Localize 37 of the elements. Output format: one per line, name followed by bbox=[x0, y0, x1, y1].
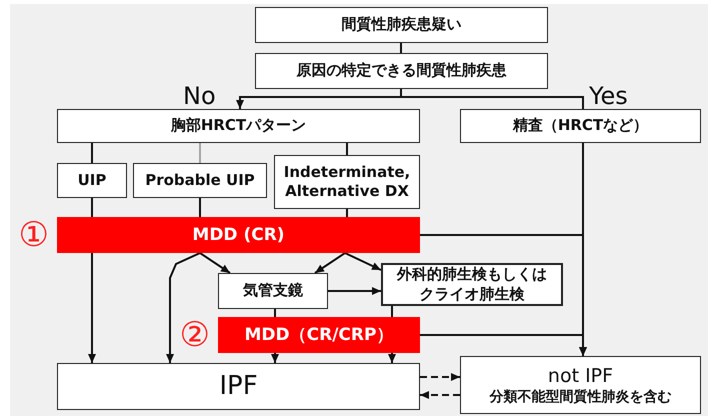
connector-line bbox=[346, 209, 348, 217]
box-note: 分類不能型間質性肺炎を含む bbox=[490, 388, 672, 406]
connector-line bbox=[199, 143, 201, 163]
step-number: ① bbox=[18, 218, 49, 252]
connector-line bbox=[91, 198, 93, 217]
process-box: UIP bbox=[57, 163, 127, 198]
process-box: 胸部HRCTパターン bbox=[57, 109, 420, 143]
connector-line bbox=[199, 198, 201, 217]
arrow bbox=[271, 353, 279, 363]
outcome-box: IPF bbox=[57, 363, 420, 410]
step-number: ② bbox=[180, 318, 210, 352]
box-heading: not IPF bbox=[548, 364, 614, 388]
connector-line bbox=[391, 306, 393, 317]
process-box: 間質性肺疾患疑い bbox=[255, 7, 548, 43]
process-box: 原因の特定できる間質性肺疾患 bbox=[255, 53, 548, 89]
arrow bbox=[88, 253, 96, 363]
process-box: Indeterminate, Alternative DX bbox=[274, 155, 420, 209]
arrow bbox=[314, 252, 346, 274]
discussion-bar: MDD（CR/CRP） bbox=[218, 317, 420, 353]
arrow bbox=[166, 252, 200, 363]
connector-line bbox=[346, 143, 348, 155]
arrow bbox=[420, 391, 460, 399]
process-box: 外科的肺生検もしくはクライオ肺生検 bbox=[381, 263, 563, 306]
arrow bbox=[328, 287, 381, 295]
discussion-bar: MDD (CR) bbox=[57, 217, 420, 253]
process-box: 精査（HRCTなど） bbox=[460, 109, 701, 143]
arrow bbox=[420, 373, 460, 381]
arrow bbox=[344, 252, 382, 271]
arrow bbox=[388, 353, 396, 363]
process-box: 気管支鏡 bbox=[218, 273, 328, 309]
process-box: Probable UIP bbox=[133, 163, 267, 198]
connector-line bbox=[274, 309, 276, 317]
connector-line bbox=[400, 43, 402, 53]
arrow bbox=[199, 252, 231, 274]
outcome-box bbox=[460, 356, 701, 414]
connector-line bbox=[91, 143, 93, 163]
arrow bbox=[420, 334, 587, 356]
